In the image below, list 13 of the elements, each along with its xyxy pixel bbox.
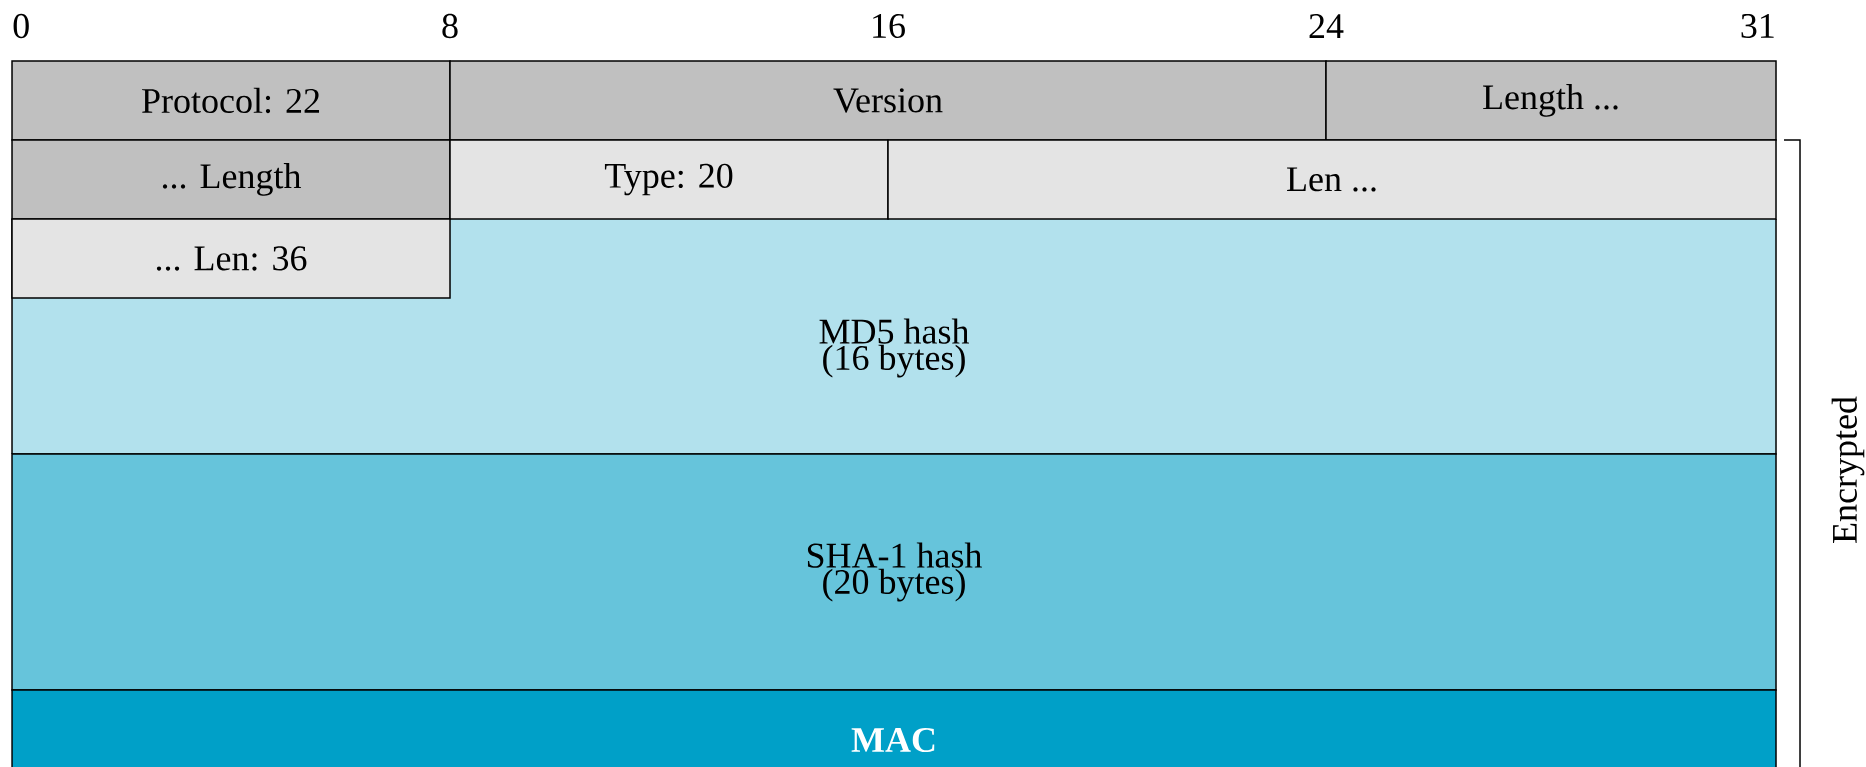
field-box: MAC (11, 689, 1777, 767)
field-box: Version (449, 60, 1327, 141)
field-box: SHA-1 hash (20 bytes) (11, 453, 1777, 691)
bit-number: 24 (1309, 14, 1344, 38)
bit-number: 16 (873, 13, 905, 39)
bit-number: 8 (442, 13, 458, 39)
side-label: Encrypted (1831, 396, 1865, 543)
field-box: ... Length (11, 139, 451, 220)
bit-number: 0 (13, 13, 29, 39)
bit-number: 31 (1741, 13, 1774, 39)
field-box: Type: 20 (449, 139, 889, 220)
field-box: Protocol: 22 (11, 60, 451, 141)
field-box: Length ... (1325, 60, 1777, 141)
